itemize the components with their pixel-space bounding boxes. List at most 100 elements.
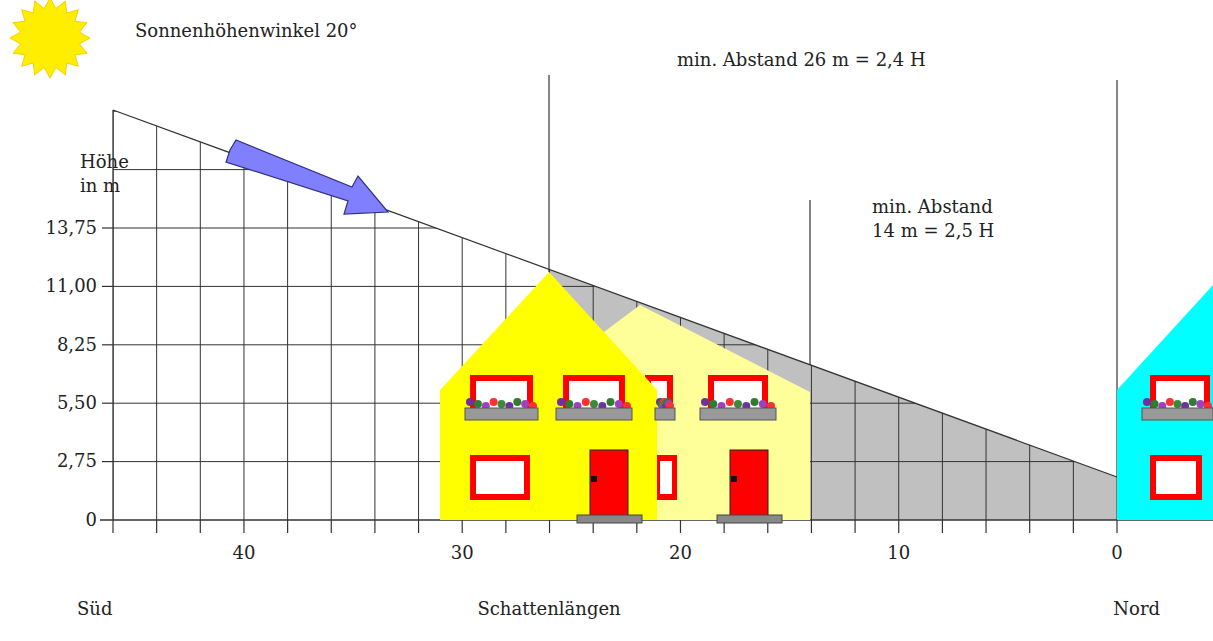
house-body [1117, 285, 1213, 520]
window-pane [1156, 461, 1196, 494]
grid-line [811, 100, 812, 520]
door-knob [591, 476, 597, 482]
window [657, 455, 677, 500]
distance-note: min. Abstand 14 m = 2,5 H [872, 195, 1012, 244]
flower [607, 398, 615, 406]
window [1150, 455, 1202, 500]
y-tick-label: 8,25 [57, 333, 97, 357]
grid-line [113, 111, 1117, 112]
flower [490, 398, 498, 406]
x-tick [898, 520, 899, 533]
x-tick [854, 520, 855, 533]
window-pane [476, 461, 524, 494]
window [470, 455, 530, 500]
flower [1143, 398, 1151, 406]
flower-box [465, 408, 538, 420]
door-step [577, 515, 642, 523]
sun-disc [23, 11, 77, 65]
grid-line [898, 100, 899, 520]
x-tick-label: 20 [669, 541, 692, 565]
neighbour-house [1117, 285, 1213, 520]
door-step [717, 515, 782, 523]
grid-line [855, 100, 856, 520]
window-pane [714, 381, 762, 409]
flower-box [655, 408, 675, 420]
grid-lines [113, 100, 1117, 520]
x-tick [942, 520, 943, 533]
distance-marker [548, 75, 549, 272]
x-tick [374, 520, 375, 533]
x-tick [200, 520, 201, 533]
x-tick [811, 520, 812, 533]
flower-box [1142, 408, 1213, 420]
flower [726, 398, 734, 406]
flower [751, 398, 759, 406]
y-tick [102, 403, 113, 404]
y-tick [102, 461, 113, 462]
x-tick [418, 520, 419, 533]
grid-line [113, 286, 1117, 287]
angle-label: Sonnenhöhenwinkel 20° [135, 19, 358, 43]
y-tick [102, 286, 113, 287]
flower [1166, 398, 1174, 406]
x-tick [287, 520, 288, 533]
x-tick [985, 520, 986, 533]
distance-marker [809, 200, 810, 365]
flower [1196, 400, 1204, 408]
flower [474, 400, 482, 408]
x-tick [505, 520, 506, 533]
y-tick-label: 5,50 [57, 391, 97, 415]
x-tick [1116, 520, 1117, 533]
sun-rays [10, 0, 90, 78]
flower [1151, 400, 1159, 408]
grid-line [200, 100, 201, 520]
flower-boxes [465, 398, 1213, 420]
direction-label: Nord [1113, 597, 1160, 621]
flower [734, 400, 742, 408]
flower-box [556, 408, 632, 420]
window-pane [1156, 381, 1204, 409]
x-tick [680, 520, 681, 533]
grid-line [986, 100, 987, 520]
x-tick [112, 520, 113, 533]
flower [521, 400, 529, 408]
grid-line [942, 100, 943, 520]
flower [615, 400, 623, 408]
flower [701, 398, 709, 406]
y-tick [102, 344, 113, 345]
flower [1174, 400, 1182, 408]
house-body [440, 272, 657, 520]
grid-line [156, 100, 157, 520]
x-tick [331, 520, 332, 533]
flower-box [700, 408, 776, 420]
window-pane [476, 381, 527, 409]
x-tick [243, 520, 244, 533]
y-tick-label: 2,75 [57, 449, 97, 473]
x-tick [549, 520, 550, 533]
y-tick-label: 13,75 [46, 216, 98, 240]
grid-line [331, 100, 332, 520]
x-tick-label: 10 [887, 541, 910, 565]
x-tick [462, 520, 463, 533]
grid-line [418, 100, 419, 520]
flower [709, 400, 717, 408]
flower [1189, 398, 1197, 406]
x-tick-label: 0 [1111, 541, 1122, 565]
x-tick-label: 40 [233, 541, 256, 565]
axis-title: Höhe in m [80, 150, 137, 199]
grid-line [374, 100, 375, 520]
door-knob [731, 476, 737, 482]
x-tick [1029, 520, 1030, 533]
front-house [440, 272, 657, 523]
flower [498, 400, 506, 408]
x-tick [1073, 520, 1074, 533]
grid-line [1029, 100, 1030, 520]
x-tick-label: 30 [451, 541, 474, 565]
y-tick-label: 0 [86, 508, 97, 532]
axis-title: Schattenlängen [477, 597, 620, 621]
sun-direction-arrow [226, 140, 388, 214]
flower [557, 398, 565, 406]
flower [590, 400, 598, 408]
flower [582, 398, 590, 406]
